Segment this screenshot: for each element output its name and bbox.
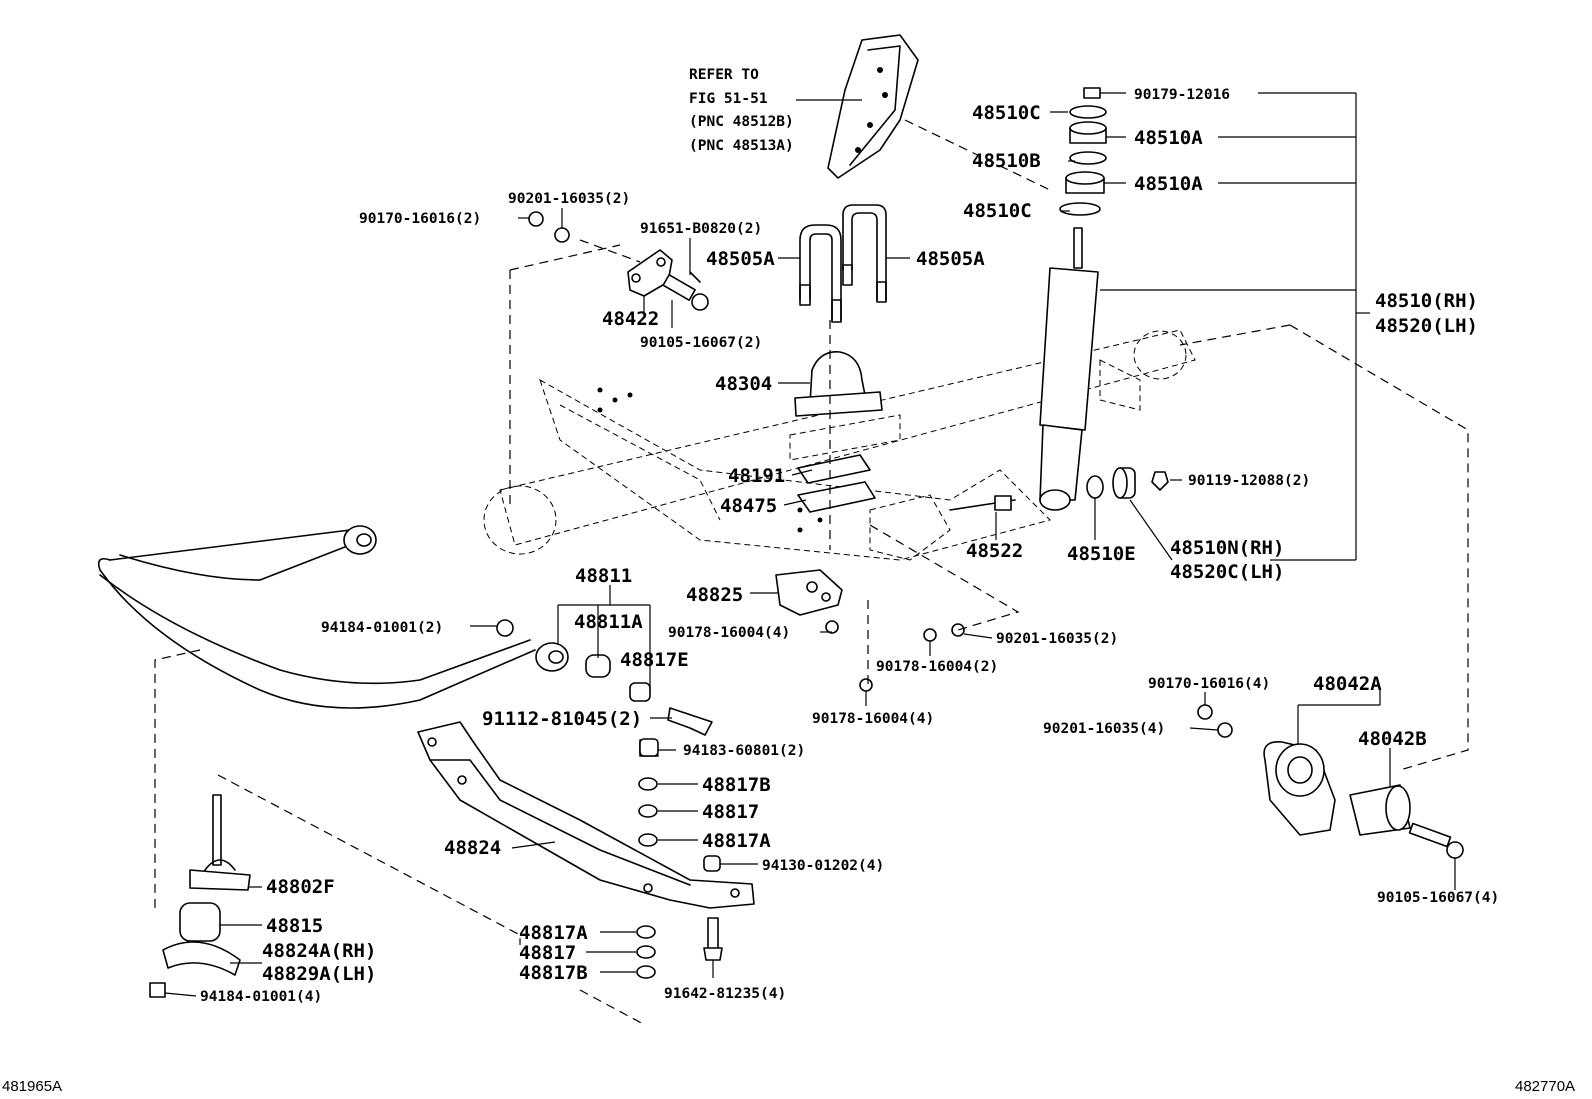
- washer-column: [636, 620, 965, 979]
- refer-line-4: (PNC 48513A): [689, 138, 794, 154]
- label-94130-01202: 94130-01202(4): [762, 858, 884, 874]
- label-48520C: 48520C(LH): [1170, 561, 1284, 583]
- label-48817A-top: 48817A: [702, 830, 771, 852]
- label-48520-LH: 48520(LH): [1375, 315, 1478, 337]
- label-90170-16016-top: 90170-16016(2): [359, 211, 481, 227]
- label-48510N: 48510N(RH): [1170, 537, 1284, 559]
- bumper-48304: [794, 351, 883, 417]
- label-90201-16035-top: 90201-16035(2): [508, 191, 630, 207]
- stabilizer-bar: [97, 525, 569, 709]
- label-48824A: 48824A(RH): [262, 940, 376, 962]
- label-90179-12016: 90179-12016: [1134, 87, 1230, 103]
- label-48510C-a: 48510C: [972, 102, 1041, 124]
- label-48042B: 48042B: [1358, 728, 1427, 750]
- shackle-48042: [1197, 704, 1464, 859]
- label-48510-RH: 48510(RH): [1375, 290, 1478, 312]
- stabilizer-link-bracket: [149, 794, 251, 998]
- footer-left-code: 481965A: [2, 1078, 62, 1095]
- refer-line-2: FIG 51-51: [689, 91, 768, 107]
- footer-right-code: 482770A: [1515, 1078, 1575, 1095]
- assembly-dashed-lines: [154, 239, 1469, 1026]
- label-94184-01001-bot: 94184-01001(4): [200, 989, 322, 1005]
- label-48510B: 48510B: [972, 150, 1041, 172]
- u-bolt-right: [842, 204, 887, 303]
- label-48505A-right: 48505A: [916, 248, 985, 270]
- label-91112-81045: 91112-81045(2): [482, 708, 642, 730]
- label-48510C-b: 48510C: [963, 200, 1032, 222]
- label-48817E: 48817E: [620, 649, 689, 671]
- label-48811A: 48811A: [574, 611, 643, 633]
- label-48825: 48825: [686, 584, 743, 606]
- part-labels: 90179-12016 48510C 48510A 48510B 48510A …: [200, 87, 1499, 1005]
- shock-absorber: [1039, 227, 1099, 511]
- refer-line-3: (PNC 48512B): [689, 114, 794, 130]
- axle-housing-outline: [483, 329, 1196, 561]
- label-91642-81235: 91642-81235(4): [664, 986, 786, 1002]
- refer-note: REFER TO FIG 51-51 (PNC 48512B) (PNC 485…: [689, 67, 794, 154]
- label-48829A: 48829A(LH): [262, 963, 376, 985]
- label-48811: 48811: [575, 565, 632, 587]
- label-90178-16004-a: 90178-16004(4): [668, 625, 790, 641]
- frame-bracket: [827, 34, 919, 179]
- label-90105-16067-top: 90105-16067(2): [640, 335, 762, 351]
- label-48510A-b: 48510A: [1134, 173, 1203, 195]
- u-bolt-left: [799, 224, 842, 323]
- leader-lines: [164, 92, 1456, 997]
- label-48522: 48522: [966, 540, 1023, 562]
- label-90170-16016-right: 90170-16016(4): [1148, 676, 1270, 692]
- label-48817-bot: 48817: [519, 942, 576, 964]
- label-48815: 48815: [266, 915, 323, 937]
- label-94183-60801: 94183-60801(2): [683, 743, 805, 759]
- label-48817B-bot: 48817B: [519, 962, 588, 984]
- shock-lower-bushings: [949, 467, 1169, 511]
- label-48505A-left: 48505A: [706, 248, 775, 270]
- label-48510A-a: 48510A: [1134, 127, 1203, 149]
- label-48817B-top: 48817B: [702, 774, 771, 796]
- label-90178-16004-c: 90178-16004(4): [812, 711, 934, 727]
- spring-plates: [797, 454, 876, 513]
- label-48422: 48422: [602, 308, 659, 330]
- label-91651-B0820: 91651-B0820(2): [640, 221, 762, 237]
- bracket-48825: [775, 569, 843, 616]
- label-90201-16035-right: 90201-16035(4): [1043, 721, 1165, 737]
- crossmember-48824: [417, 721, 755, 909]
- label-48817A-bot: 48817A: [519, 922, 588, 944]
- label-48042A: 48042A: [1313, 673, 1382, 695]
- label-94184-01001-mid: 94184-01001(2): [321, 620, 443, 636]
- label-48304: 48304: [715, 373, 772, 395]
- shock-bushing-stack: [1059, 87, 1107, 216]
- label-90105-16067-right: 90105-16067(4): [1377, 890, 1499, 906]
- refer-line-1: REFER TO: [689, 67, 759, 83]
- label-48475: 48475: [720, 495, 777, 517]
- label-48510E: 48510E: [1067, 543, 1136, 565]
- label-48191: 48191: [728, 465, 785, 487]
- label-48824: 48824: [444, 837, 501, 859]
- label-90178-16004-b: 90178-16004(2): [876, 659, 998, 675]
- label-48802F: 48802F: [266, 876, 335, 898]
- label-90201-16035-mid: 90201-16035(2): [996, 631, 1118, 647]
- label-48817-top: 48817: [702, 801, 759, 823]
- small-hardware-top: [528, 211, 709, 311]
- label-90119-12088: 90119-12088(2): [1188, 473, 1310, 489]
